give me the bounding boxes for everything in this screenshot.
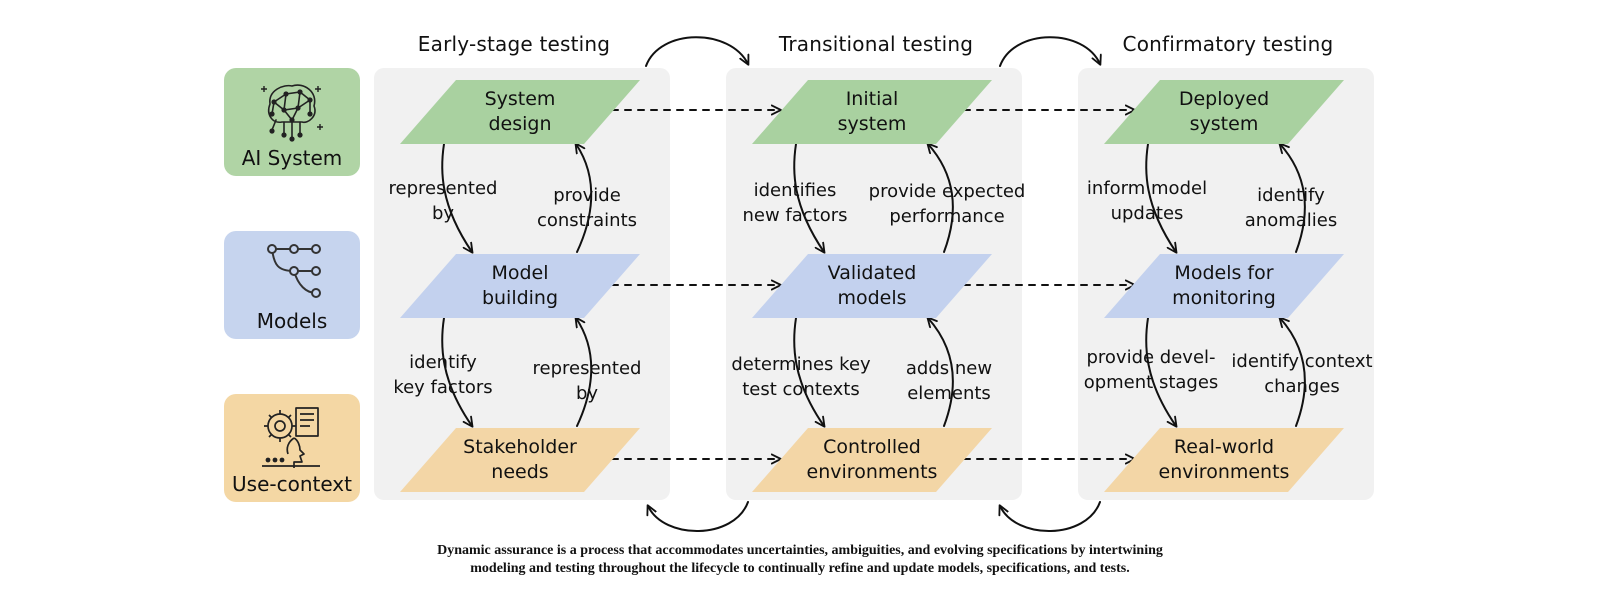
edge-confirmatory-down-bottom: [1145, 317, 1178, 428]
head-gear-document-icon: [262, 407, 320, 468]
edge-transitional-down-bottom: [793, 317, 826, 428]
edge-early-down-top: [441, 143, 474, 254]
edge-confirmatory-down-top: [1145, 143, 1178, 254]
node-transitional-system: Initial system: [752, 80, 992, 144]
curved-arrow-bottom-2: [998, 501, 1101, 532]
node-label: Model building: [481, 262, 559, 309]
edge-confirmatory-up-top: [1278, 142, 1306, 253]
edge-label-transitional-up-bottom: adds new elements: [905, 358, 993, 404]
edge-label-early-up-bottom: represented by: [532, 358, 642, 404]
node-label: Models for monitoring: [1172, 262, 1276, 309]
curved-arrow-top-1: [645, 36, 750, 67]
stage-title-confirmatory: Confirmatory testing: [1122, 32, 1334, 56]
node-early-system: System design: [400, 80, 640, 144]
edge-label-early-down-top: represented by: [388, 178, 498, 224]
edge-label-early-down-bottom: identify key factors: [393, 352, 493, 398]
edge-early-up-top: [574, 142, 593, 253]
legend-label-use-context: Use-context: [232, 472, 352, 496]
node-label: Stakeholder needs: [463, 436, 577, 483]
node-confirmatory-context: Real-world environments: [1104, 428, 1344, 492]
curved-arrow-bottom-1: [646, 501, 749, 532]
curved-arrow-top-2: [999, 36, 1102, 67]
edge-transitional-up-top: [926, 142, 954, 253]
tree-branch-icon: [267, 244, 321, 298]
stage-title-early: Early-stage testing: [417, 32, 611, 56]
edge-label-transitional-down-bottom: determines key test contexts: [731, 354, 871, 400]
stage-title-transitional: Transitional testing: [778, 32, 974, 56]
node-label: Real-world environments: [1158, 436, 1290, 483]
node-transitional-context: Controlled environments: [752, 428, 992, 492]
edge-label-transitional-down-top: identifies new factors: [742, 180, 848, 226]
legend-use-context: Use-context: [224, 394, 360, 502]
legend-label-models: Models: [256, 309, 328, 333]
edge-confirmatory-up-bottom: [1278, 316, 1306, 427]
node-early-context: Stakeholder needs: [400, 428, 640, 492]
node-confirmatory-system: Deployed system: [1104, 80, 1344, 144]
node-label: Initial system: [837, 88, 907, 135]
legend-label-ai-system: AI System: [241, 146, 343, 170]
edge-transitional-up-bottom: [926, 316, 954, 427]
edge-label-early-up-top: provide constraints: [536, 185, 638, 231]
node-label: Deployed system: [1178, 88, 1270, 135]
node-label: Controlled environments: [806, 436, 938, 483]
node-early-model: Model building: [400, 254, 640, 318]
edge-transitional-down-top: [793, 143, 826, 254]
edge-early-down-bottom: [441, 317, 474, 428]
node-label: Validated models: [827, 262, 917, 309]
edge-label-confirmatory-up-bottom: identify context changes: [1231, 351, 1373, 397]
neural-network-icon: [261, 84, 323, 142]
node-transitional-model: Validated models: [752, 254, 992, 318]
legend-ai-system: AI System: [224, 68, 360, 176]
edge-label-transitional-up-top: provide expected performance: [868, 181, 1026, 227]
node-label: System design: [484, 88, 556, 135]
edge-label-confirmatory-up-top: identify anomalies: [1244, 185, 1338, 231]
edge-label-confirmatory-down-top: inform model updates: [1086, 178, 1208, 224]
edge-early-up-bottom: [574, 316, 593, 427]
edge-label-confirmatory-down-bottom: provide devel- opment stages: [1083, 347, 1219, 393]
legend-models: Models: [224, 231, 360, 339]
figure-caption: Dynamic assurance is a process that acco…: [437, 543, 1163, 576]
node-confirmatory-model: Models for monitoring: [1104, 254, 1344, 318]
